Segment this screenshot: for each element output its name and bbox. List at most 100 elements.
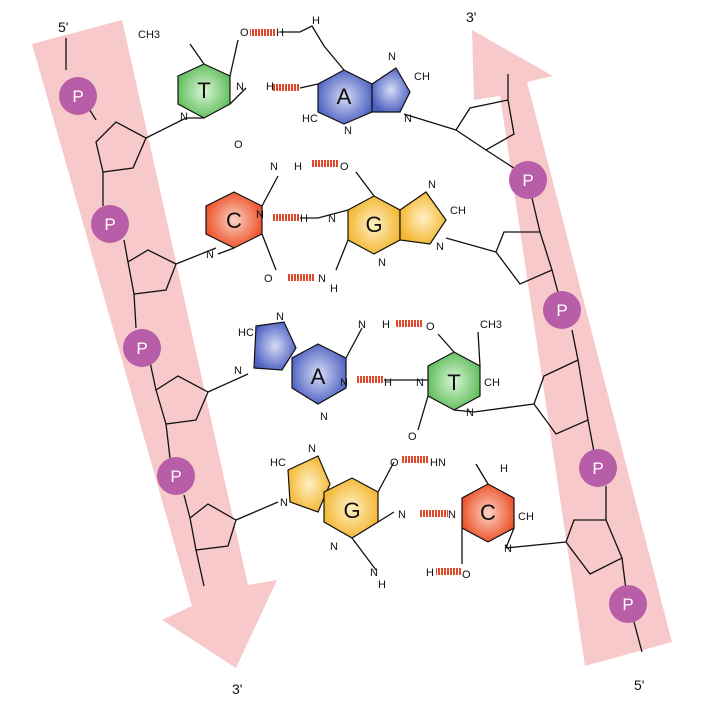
- hbond-2b: [272, 214, 300, 221]
- svg-text:CH: CH: [518, 511, 534, 523]
- svg-text:N: N: [256, 209, 264, 221]
- svg-text:N: N: [388, 51, 396, 63]
- svg-text:H: H: [382, 319, 390, 331]
- base-pair-1: T A CH3 O H H N H N O N CH N HC N: [138, 15, 430, 151]
- svg-text:A: A: [337, 84, 352, 109]
- base-pair-3: A T HC N N N H O CH3 N H N CH O N N: [234, 311, 502, 443]
- right-strand-arrow: [472, 30, 672, 666]
- svg-text:C: C: [226, 208, 242, 233]
- phosphate-right-2: [543, 291, 581, 329]
- adenine-5ring-3: [253, 321, 297, 371]
- right-backbone: [403, 74, 643, 653]
- phosphate-left-2: [91, 205, 129, 243]
- svg-text:H: H: [276, 27, 284, 39]
- svg-text:O: O: [408, 431, 417, 443]
- cytosine-ring-4: [461, 483, 515, 543]
- svg-text:N: N: [466, 407, 474, 419]
- svg-text:O: O: [264, 273, 273, 285]
- guanine-5ring-2: [399, 191, 447, 245]
- left-phosphates: P P P P: [59, 77, 195, 495]
- svg-text:N: N: [378, 257, 386, 269]
- svg-text:N: N: [280, 497, 288, 509]
- hbond-4b: [420, 510, 448, 517]
- svg-text:CH: CH: [450, 205, 466, 217]
- hbond-4c: [436, 568, 462, 575]
- svg-text:HC: HC: [302, 113, 318, 125]
- phosphate-left-1: [59, 77, 97, 115]
- svg-text:H: H: [266, 81, 274, 93]
- phosphate-left-3: [123, 329, 161, 367]
- svg-text:N: N: [358, 319, 366, 331]
- svg-text:H: H: [384, 377, 392, 389]
- methyl-label-3: CH3: [480, 319, 502, 331]
- phosphate-right-4: [609, 585, 647, 623]
- svg-text:N: N: [340, 377, 348, 389]
- svg-text:N: N: [370, 567, 378, 579]
- hbond-2c: [288, 274, 314, 281]
- svg-text:N: N: [448, 509, 456, 521]
- hbond-4a: [402, 456, 428, 463]
- left-backbone: [65, 38, 279, 587]
- svg-text:C: C: [480, 500, 496, 525]
- base-pair-2: C G N H O N H N O N H N N CH N N: [205, 160, 466, 295]
- svg-text:P: P: [136, 339, 147, 358]
- svg-text:H: H: [500, 463, 508, 475]
- phosphate-left-4: [157, 457, 195, 495]
- svg-text:N: N: [416, 377, 424, 389]
- svg-text:N: N: [398, 509, 406, 521]
- svg-text:P: P: [622, 595, 633, 614]
- svg-text:H: H: [330, 283, 338, 295]
- svg-text:O: O: [240, 27, 249, 39]
- left-strand-top-label: 5': [58, 19, 68, 35]
- hbond-3a: [396, 320, 422, 327]
- svg-text:N: N: [428, 179, 436, 191]
- svg-text:N: N: [270, 161, 278, 173]
- svg-text:N: N: [318, 273, 326, 285]
- svg-text:H: H: [300, 213, 308, 225]
- svg-text:N: N: [308, 443, 316, 455]
- svg-text:P: P: [104, 215, 115, 234]
- right-strand-top-label: 3': [466, 9, 476, 25]
- methyl-label-1: CH3: [138, 29, 160, 41]
- svg-text:N: N: [504, 543, 512, 555]
- svg-text:N: N: [206, 249, 214, 261]
- svg-text:N: N: [320, 411, 328, 423]
- svg-text:A: A: [311, 364, 326, 389]
- svg-text:O: O: [390, 457, 399, 469]
- svg-text:CH: CH: [484, 377, 500, 389]
- hbond-1a: [250, 29, 276, 36]
- svg-text:P: P: [556, 301, 567, 320]
- svg-text:N: N: [276, 311, 284, 323]
- svg-text:P: P: [72, 87, 83, 106]
- svg-text:H: H: [378, 579, 386, 591]
- svg-text:N: N: [436, 241, 444, 253]
- svg-text:N: N: [180, 111, 188, 123]
- svg-text:T: T: [447, 370, 460, 395]
- right-strand-bottom-label: 5': [634, 677, 644, 693]
- svg-text:H: H: [426, 567, 434, 579]
- svg-text:N: N: [404, 113, 412, 125]
- svg-text:N: N: [330, 541, 338, 553]
- phosphate-right-3: [579, 449, 617, 487]
- svg-text:N: N: [234, 365, 242, 377]
- right-phosphates: P P P P: [509, 161, 647, 623]
- svg-text:P: P: [170, 467, 181, 486]
- hbond-3b: [356, 376, 384, 383]
- svg-text:N: N: [344, 125, 352, 137]
- svg-text:H: H: [312, 15, 320, 27]
- svg-text:N: N: [328, 213, 336, 225]
- phosphate-right-1: [509, 161, 547, 199]
- svg-text:HN: HN: [430, 457, 446, 469]
- svg-text:P: P: [522, 171, 533, 190]
- hbond-1b: [272, 84, 300, 91]
- svg-text:O: O: [426, 321, 435, 333]
- base-pair-4: G C HC N N O HN N N N N H H O H CH N: [270, 443, 534, 591]
- svg-text:HC: HC: [238, 327, 254, 339]
- svg-text:T: T: [197, 78, 210, 103]
- svg-text:N: N: [236, 81, 244, 93]
- svg-text:G: G: [343, 498, 360, 523]
- adenine-5ring-1: [371, 67, 411, 113]
- left-strand-bottom-label: 3': [232, 681, 242, 697]
